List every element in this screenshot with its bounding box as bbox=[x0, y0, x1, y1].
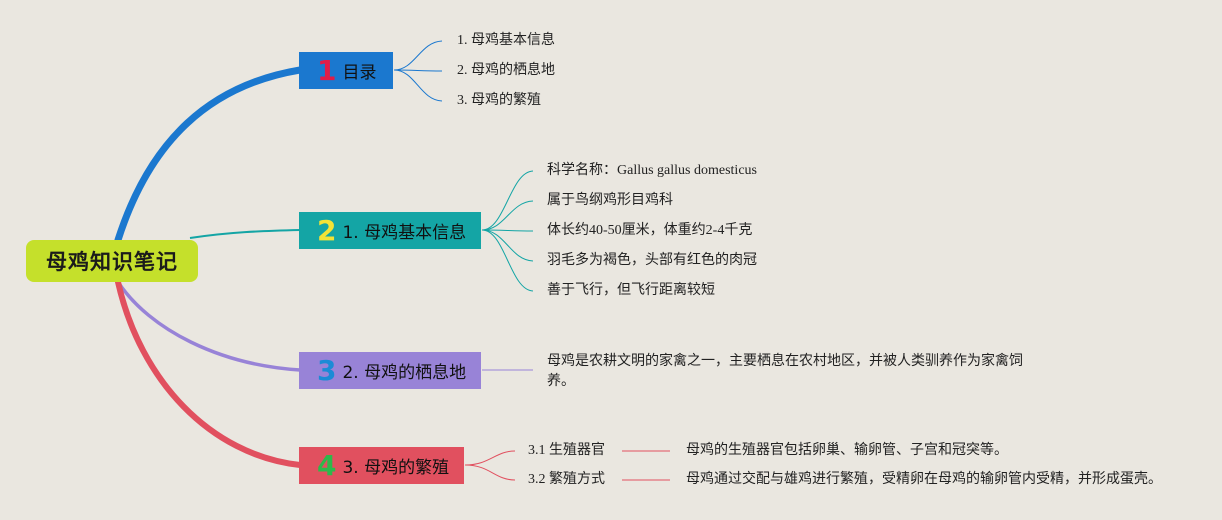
root-node[interactable]: 母鸡知识笔记 bbox=[26, 240, 198, 282]
breeding-detail[interactable]: 母鸡的生殖器官包括卵巢、输卵管、子宫和冠突等。 bbox=[686, 443, 1008, 458]
connector-basic-leaf-3 bbox=[481, 229, 534, 232]
toc-item[interactable]: 2. 母鸡的栖息地 bbox=[457, 63, 555, 78]
branch-number-badge: 4 bbox=[317, 448, 337, 482]
connector-root-habitat bbox=[116, 280, 302, 372]
basic-info-item[interactable]: 体长约40-50厘米，体重约2-4千克 bbox=[547, 223, 753, 238]
connector-basic-leaf-2 bbox=[481, 200, 534, 231]
branch-label: 目录 bbox=[342, 63, 377, 83]
branch-basic-info[interactable]: 2 1. 母鸡基本信息 bbox=[299, 212, 481, 249]
habitat-text[interactable]: 母鸡是农耕文明的家禽之一，主要栖息在农村地区，并被人类驯养作为家禽饲养。 bbox=[547, 354, 1023, 389]
branch-label: 1. 母鸡基本信息 bbox=[342, 223, 467, 243]
basic-info-item[interactable]: 属于鸟纲鸡形目鸡科 bbox=[547, 193, 673, 208]
branch-breeding[interactable]: 4 3. 母鸡的繁殖 bbox=[299, 447, 464, 484]
connector-root-breeding bbox=[115, 279, 303, 468]
connector-toc-leaf-1 bbox=[393, 40, 443, 71]
connector-basic-leaf-5 bbox=[481, 229, 534, 292]
branch-number-badge: 3 bbox=[317, 353, 337, 387]
connector-toc-leaf-2 bbox=[393, 69, 443, 72]
branch-habitat[interactable]: 3 2. 母鸡的栖息地 bbox=[299, 352, 481, 389]
connector-breeding-leaf-2 bbox=[464, 464, 516, 481]
basic-info-item[interactable]: 科学名称：Gallus gallus domesticus bbox=[547, 163, 757, 178]
branch-number-badge: 2 bbox=[317, 213, 337, 247]
connector-toc-leaf-3 bbox=[393, 69, 443, 102]
connector-root-toc bbox=[114, 66, 304, 244]
basic-info-item[interactable]: 善于飞行，但飞行距离较短 bbox=[547, 283, 715, 298]
toc-item[interactable]: 3. 母鸡的繁殖 bbox=[457, 93, 541, 108]
connector-root-basic-info bbox=[189, 229, 301, 239]
toc-item[interactable]: 1. 母鸡基本信息 bbox=[457, 33, 555, 48]
basic-info-item[interactable]: 羽毛多为褐色，头部有红色的肉冠 bbox=[547, 253, 757, 268]
connector-breeding-leaf-1 bbox=[464, 450, 516, 466]
branch-number-badge: 1 bbox=[317, 53, 337, 87]
branch-toc[interactable]: 1 目录 bbox=[299, 52, 393, 89]
branch-label: 2. 母鸡的栖息地 bbox=[342, 363, 467, 383]
breeding-subtopic[interactable]: 3.1 生殖器官 bbox=[528, 443, 605, 458]
branch-label: 3. 母鸡的繁殖 bbox=[342, 458, 450, 478]
connector-basic-leaf-1 bbox=[481, 170, 534, 231]
connector-basic-leaf-4 bbox=[481, 229, 534, 262]
breeding-detail[interactable]: 母鸡通过交配与雄鸡进行繁殖，受精卵在母鸡的输卵管内受精，并形成蛋壳。 bbox=[686, 472, 1162, 487]
breeding-subtopic[interactable]: 3.2 繁殖方式 bbox=[528, 472, 605, 487]
root-label: 母鸡知识笔记 bbox=[46, 250, 178, 274]
